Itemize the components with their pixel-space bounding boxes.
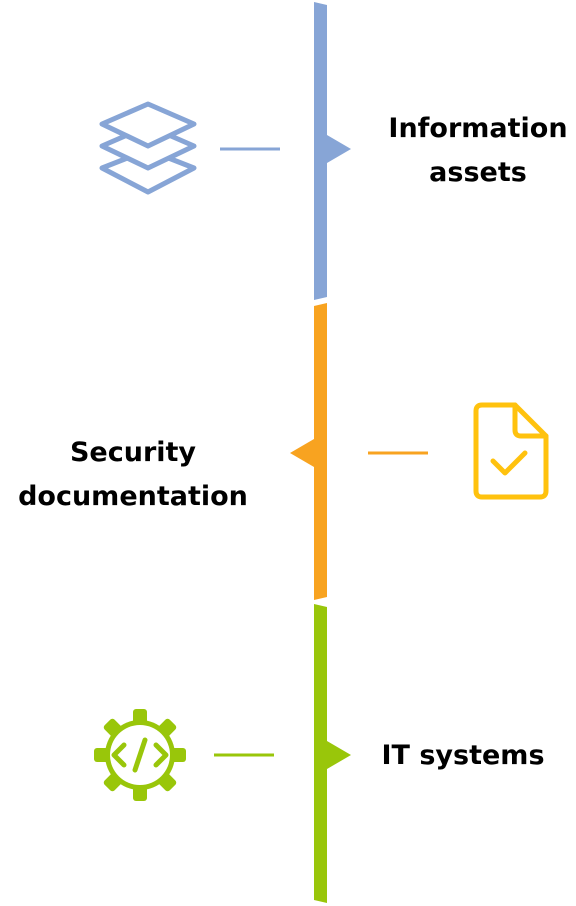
gear-code-icon bbox=[94, 709, 186, 801]
label-security-documentation: Security documentation bbox=[2, 431, 264, 519]
pointer-right-arrow bbox=[327, 741, 351, 769]
timeline-segment-security-documentation bbox=[314, 303, 327, 600]
label-line: Security bbox=[69, 437, 197, 468]
pointer-left-arrow bbox=[290, 439, 314, 467]
label-line: IT systems bbox=[381, 740, 545, 771]
section-it-systems bbox=[94, 604, 351, 903]
layers-icon bbox=[99, 101, 197, 195]
label-line: documentation bbox=[18, 481, 248, 512]
section-information-assets bbox=[99, 2, 351, 300]
label-information-assets: Information assets bbox=[378, 107, 576, 195]
section-security-documentation bbox=[290, 303, 549, 600]
timeline-segment-information-assets bbox=[314, 2, 327, 300]
label-it-systems: IT systems bbox=[370, 734, 556, 778]
document-check-icon bbox=[473, 402, 549, 500]
label-line: assets bbox=[429, 157, 527, 188]
pointer-right-arrow bbox=[327, 135, 351, 163]
timeline-segment-it-systems bbox=[314, 604, 327, 903]
label-line: Information bbox=[388, 113, 568, 144]
